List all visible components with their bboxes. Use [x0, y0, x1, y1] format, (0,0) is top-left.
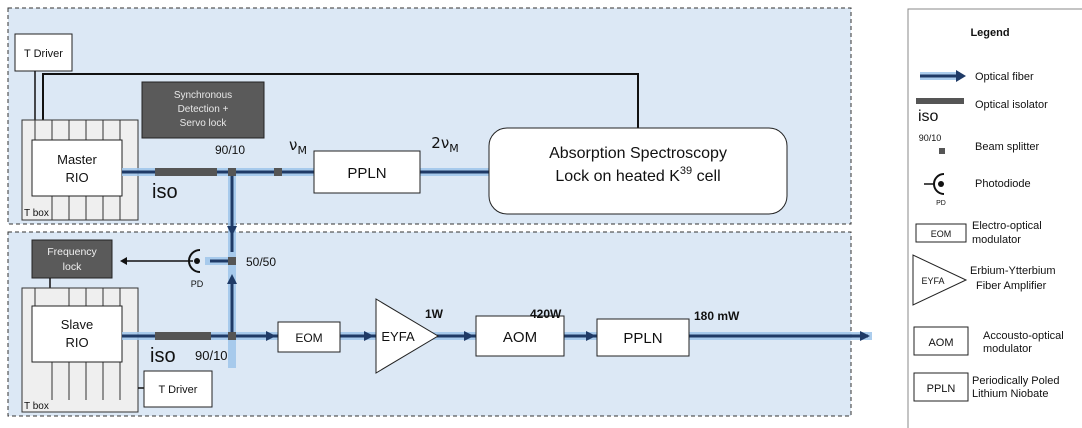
svg-text:Photodiode: Photodiode	[975, 178, 1031, 190]
svg-text:T Driver: T Driver	[159, 384, 198, 396]
slave-t-box: Slave RIO T box	[21, 287, 139, 413]
legend-beam-splitter: 90/10 Beam splitter	[919, 133, 1040, 154]
power-420w: 420W	[530, 307, 562, 321]
isolator-bottom	[155, 332, 211, 340]
isolator-top-label: iso	[152, 181, 178, 203]
svg-text:EYFA: EYFA	[381, 329, 415, 344]
pd-arrow	[120, 257, 127, 265]
power-180mw: 180 mW	[694, 309, 740, 323]
svg-text:T box: T box	[24, 208, 49, 219]
svg-text:iso: iso	[918, 108, 939, 125]
svg-text:Servo lock: Servo lock	[180, 118, 228, 129]
svg-text:PPLN: PPLN	[623, 330, 662, 347]
splitter-top-label: 90/10	[215, 143, 245, 157]
svg-text:PPLN: PPLN	[347, 165, 386, 182]
legend-eyfa: EYFA Erbium-Ytterbium Fiber Amplifier	[912, 254, 1056, 306]
svg-text:Absorption Spectroscopy: Absorption Spectroscopy	[549, 145, 727, 162]
svg-text:Slave: Slave	[61, 317, 94, 332]
svg-text:PD: PD	[191, 279, 204, 289]
t-driver-bottom: T Driver	[138, 370, 213, 408]
svg-text:AOM: AOM	[503, 329, 537, 346]
svg-text:Erbium-Ytterbium: Erbium-Ytterbium	[970, 265, 1056, 277]
legend-title: Legend	[970, 27, 1009, 39]
svg-text:EYFA: EYFA	[921, 276, 944, 286]
slave-rio	[31, 305, 123, 363]
svg-text:T Driver: T Driver	[24, 48, 63, 60]
nu-m-label: νM	[289, 136, 307, 157]
power-1w: 1W	[425, 307, 444, 321]
synchronous-detection-box: Synchronous Detection + Servo lock	[141, 81, 265, 139]
svg-text:Electro-optical: Electro-optical	[972, 220, 1042, 232]
svg-text:PD: PD	[936, 200, 946, 207]
master-rio	[31, 139, 123, 197]
legend-optical-isolator: iso Optical isolator	[916, 98, 1048, 125]
photodiode: PD	[188, 249, 228, 289]
svg-text:Detection +: Detection +	[178, 104, 229, 115]
svg-text:Optical fiber: Optical fiber	[975, 71, 1034, 83]
svg-text:Lithium Niobate: Lithium Niobate	[972, 388, 1048, 400]
svg-text:EOM: EOM	[931, 229, 952, 239]
svg-text:PPLN: PPLN	[927, 383, 956, 395]
svg-text:T box: T box	[24, 401, 49, 412]
frequency-lock-box: Frequency lock	[31, 239, 113, 279]
svg-text:Master: Master	[57, 152, 97, 167]
svg-text:modulator: modulator	[983, 343, 1032, 355]
splitter-bottom-label: 90/10	[195, 348, 228, 363]
splitter-50-50-label: 50/50	[246, 255, 276, 269]
t-driver-top: T Driver	[14, 33, 73, 120]
svg-text:Optical isolator: Optical isolator	[975, 99, 1048, 111]
down-arrow	[227, 226, 237, 236]
ppln-bottom: PPLN	[596, 318, 690, 357]
aom: AOM	[475, 315, 565, 357]
up-arrow	[227, 274, 237, 284]
legend-eom: EOM Electro-optical modulator	[915, 220, 1042, 246]
master-t-box: Master RIO T box	[21, 119, 139, 221]
feedback-line	[42, 73, 639, 129]
isolator-bottom-label: iso	[150, 345, 176, 367]
absorption-spectroscopy-cell: Absorption Spectroscopy Lock on heated K…	[488, 127, 788, 215]
svg-text:EOM: EOM	[295, 331, 322, 345]
svg-text:Fiber Amplifier: Fiber Amplifier	[976, 280, 1047, 292]
legend-photodiode: PD Photodiode	[924, 173, 1031, 207]
svg-text:Beam splitter: Beam splitter	[975, 141, 1040, 153]
eom: EOM	[277, 321, 341, 353]
legend-aom: AOM Accousto-optical modulator	[913, 326, 1064, 356]
splitter-small-top	[274, 168, 282, 176]
svg-text:RIO: RIO	[65, 170, 88, 185]
svg-text:Synchronous: Synchronous	[174, 90, 232, 101]
svg-text:Frequency: Frequency	[47, 246, 97, 258]
svg-text:modulator: modulator	[972, 234, 1021, 246]
svg-text:Periodically Poled: Periodically Poled	[972, 375, 1059, 387]
svg-text:90/10: 90/10	[919, 133, 942, 143]
svg-text:RIO: RIO	[65, 335, 88, 350]
isolator-top	[155, 168, 217, 176]
eyfa: EYFA	[375, 298, 439, 374]
svg-text:Lock on heated K39 cell: Lock on heated K39 cell	[555, 165, 720, 185]
legend: Legend Optical fiber iso Optical isolato…	[907, 8, 1082, 428]
svg-text:lock: lock	[63, 261, 82, 273]
legend-ppln: PPLN Periodically Poled Lithium Niobate	[913, 372, 1059, 402]
legend-optical-fiber: Optical fiber	[920, 70, 1034, 83]
svg-text:AOM: AOM	[928, 337, 953, 349]
splitter-top	[228, 168, 236, 176]
two-nu-m-label: 2νM	[431, 134, 458, 155]
splitter-bottom	[228, 332, 236, 340]
splitter-50-50	[228, 257, 236, 265]
ppln-top: PPLN	[313, 150, 421, 194]
svg-text:Accousto-optical: Accousto-optical	[983, 330, 1064, 342]
